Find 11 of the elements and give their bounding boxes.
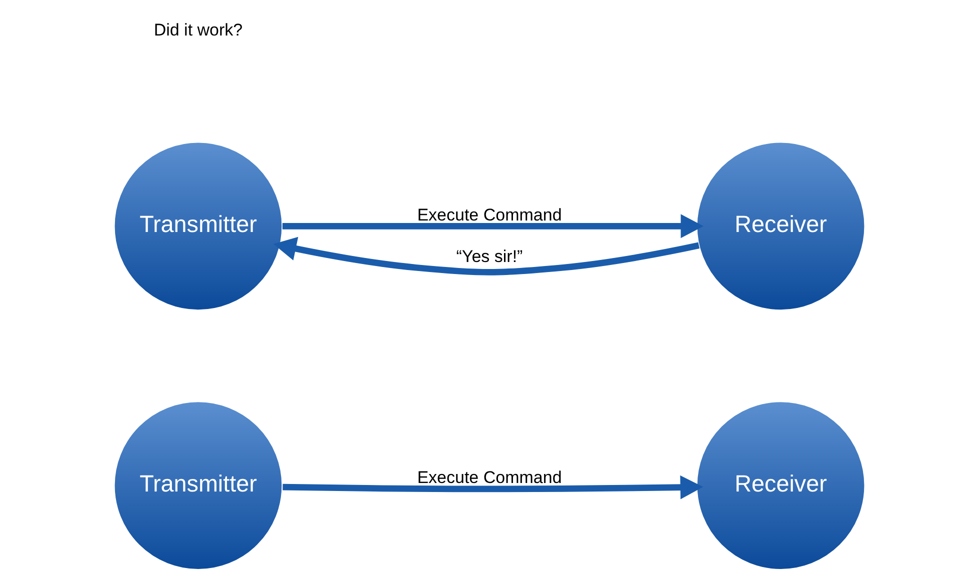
label: Did it work? bbox=[153, 20, 242, 40]
node-circle: Receiver bbox=[696, 142, 865, 311]
arrow bbox=[272, 236, 700, 276]
edge-label: “Yes sir!” bbox=[456, 247, 522, 266]
edge-label: Execute Command bbox=[416, 468, 562, 488]
arrow bbox=[282, 214, 704, 238]
node-circle: Transmitter bbox=[113, 142, 282, 311]
edge-label: Execute Command bbox=[416, 206, 562, 225]
arrow bbox=[282, 475, 703, 500]
node-circle: Transmitter bbox=[113, 401, 282, 570]
node-circle: Receiver bbox=[696, 401, 865, 570]
